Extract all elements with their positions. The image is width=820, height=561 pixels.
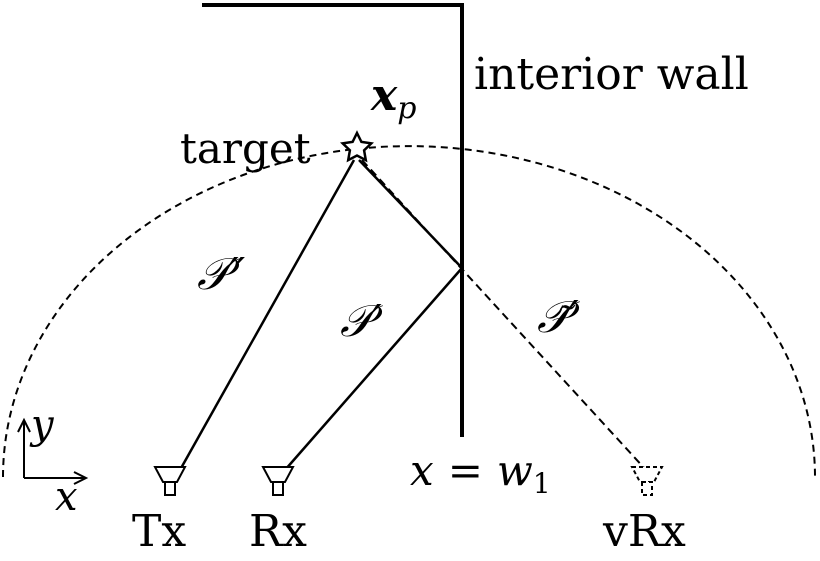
- path-tx-to-target: [178, 159, 356, 471]
- range-ellipse: [2, 145, 816, 478]
- path-virtual-label: 𝒫̃′: [537, 292, 580, 343]
- target-label: target: [180, 124, 311, 173]
- path-rx-label: 𝒫′: [340, 296, 383, 347]
- wall-label: interior wall: [474, 49, 749, 100]
- vrx-label: vRx: [602, 506, 686, 556]
- path-wall-to-rx: [284, 267, 463, 471]
- path-target-to-vrx: [361, 159, 647, 471]
- axis-x-label: x: [55, 474, 78, 520]
- vrx-antenna-icon: [630, 466, 664, 496]
- wall-equation: x=w1: [410, 446, 551, 500]
- tx-label: Tx: [132, 506, 186, 556]
- rx-label: Rx: [249, 506, 307, 556]
- axis-y-label: y: [29, 402, 55, 448]
- path-tx-label: 𝒫″: [197, 249, 246, 300]
- interior-wall: [202, 3, 464, 437]
- tx-antenna-icon: [153, 466, 187, 496]
- xp-label: xp: [370, 70, 416, 126]
- rx-antenna-icon: [261, 466, 295, 496]
- target-star-icon: [340, 130, 374, 163]
- axes-icon: [17, 417, 89, 485]
